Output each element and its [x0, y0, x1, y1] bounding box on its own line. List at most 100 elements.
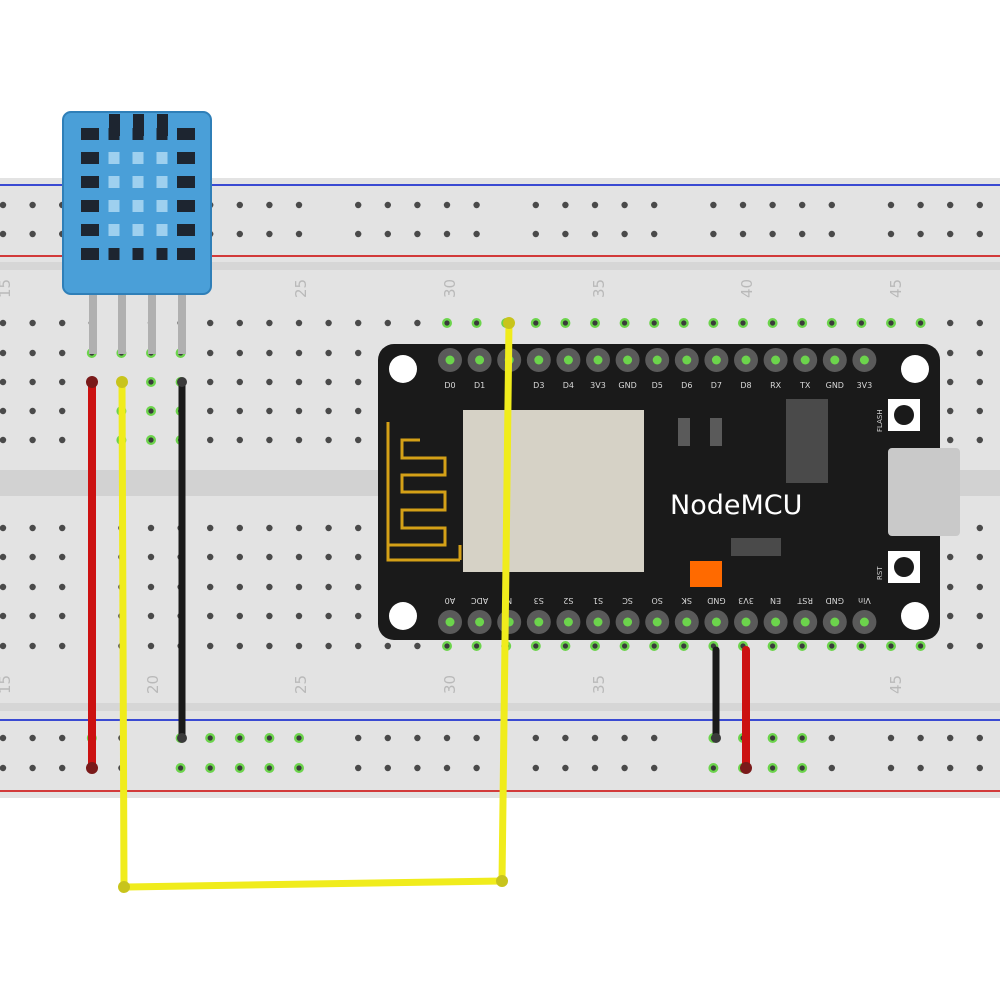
breadboard-hole-center [799, 765, 805, 771]
breadboard-hole [59, 378, 66, 386]
breadboard-hole [236, 349, 243, 357]
wire-endpoint [177, 377, 187, 387]
sensor-vent [81, 176, 99, 188]
breadboard-hole [355, 319, 362, 327]
breadboard-hole [947, 201, 954, 209]
breadboard-hole-center [533, 320, 539, 326]
breadboard-hole [207, 349, 214, 357]
breadboard-hole [473, 734, 480, 742]
breadboard-hole [266, 642, 273, 650]
header-pin-contact [652, 355, 662, 365]
breadboard-hole [295, 230, 303, 238]
breadboard-hole [0, 524, 7, 532]
breadboard-hole [236, 201, 243, 209]
flash-label: FLASH [876, 409, 884, 432]
breadboard-hole [325, 407, 332, 415]
breadboard-hole-center [148, 379, 154, 385]
breadboard-hole-center [237, 765, 243, 771]
breadboard-hole [266, 407, 273, 415]
breadboard-hole [0, 612, 7, 620]
breadboard-hole [414, 319, 421, 327]
breadboard-hole [710, 201, 717, 209]
sensor-vent [81, 200, 99, 212]
breadboard-hole [29, 201, 36, 209]
breadboard-hole [207, 319, 214, 327]
top-pin-label: D5 [652, 381, 663, 390]
breadboard-hole [325, 378, 332, 386]
wire-endpoint [496, 875, 508, 887]
breadboard-hole [207, 436, 214, 444]
header-pin-contact [711, 617, 721, 627]
col-number-15: 15 [0, 279, 14, 298]
top-pin-label: D7 [711, 381, 722, 390]
sensor-vent [108, 176, 120, 188]
breadboard-hole [325, 583, 332, 591]
header-pin-contact [623, 617, 633, 627]
breadboard-hole-center [622, 320, 628, 326]
breadboard-hole [355, 201, 362, 209]
breadboard-hole [266, 201, 273, 209]
breadboard-hole [384, 201, 391, 209]
breadboard-hole [651, 734, 658, 742]
wires [86, 317, 752, 893]
breadboard-hole [236, 436, 243, 444]
column-numbers-top: 15 25 30 35 40 45 [0, 279, 905, 298]
sensor-vent [132, 248, 144, 260]
breadboard-hole-center [681, 643, 687, 649]
breadboard-hole [266, 319, 273, 327]
column-numbers-bottom: 15 20 25 30 35 45 [0, 675, 905, 694]
breadboard-hole [207, 642, 214, 650]
rst-button [894, 557, 914, 577]
header-pin-contact [711, 355, 721, 365]
sensor-vent [81, 152, 99, 164]
breadboard-hole [295, 319, 303, 327]
breadboard-hole [947, 583, 954, 591]
breadboard-hole [59, 524, 66, 532]
breadboard-hole [0, 734, 7, 742]
top-pin-label: D3 [533, 381, 544, 390]
breadboard-hole [443, 201, 451, 209]
sensor-leg-2 [118, 292, 126, 354]
breadboard-hole [266, 349, 273, 357]
breadboard-hole [29, 583, 36, 591]
col-number-25: 25 [292, 279, 310, 298]
breadboard-hole [59, 734, 66, 742]
sensor-vent [108, 224, 120, 236]
breadboard-hole-center [858, 320, 865, 326]
voltage-regulator [786, 399, 828, 483]
breadboard-hole [325, 436, 332, 444]
breadboard-hole-center [296, 735, 302, 741]
breadboard-hole [976, 553, 983, 561]
sensor-vent [156, 176, 168, 188]
breadboard-hole [59, 407, 66, 415]
breadboard-hole [59, 319, 66, 327]
header-pin-contact [771, 617, 781, 627]
breadboard-hole [917, 734, 924, 742]
esp-module-shield [463, 410, 644, 572]
breadboard-hole [295, 407, 303, 415]
col-number-45-bottom: 45 [887, 675, 905, 694]
breadboard-hole [917, 764, 924, 772]
breadboard-hole [384, 642, 391, 650]
breadboard-hole-center [799, 735, 805, 741]
header-pin-contact [682, 617, 692, 627]
header-pin-contact [682, 355, 692, 365]
breadboard-hole [414, 230, 421, 238]
breadboard-hole [947, 734, 954, 742]
top-pin-label: 3V3 [857, 381, 873, 390]
breadboard-hole [917, 201, 924, 209]
mounting-hole [389, 602, 417, 630]
breadboard-hole [295, 612, 303, 620]
breadboard-hole [976, 407, 983, 415]
header-pin-contact [534, 355, 544, 365]
breadboard-hole [947, 349, 954, 357]
breadboard-hole [325, 553, 332, 561]
breadboard-hole [976, 764, 983, 772]
breadboard-hole [29, 230, 36, 238]
header-pin-contact [563, 355, 573, 365]
breadboard-hole [295, 201, 303, 209]
header-pin-contact [830, 617, 840, 627]
breadboard-hole [0, 378, 7, 386]
breadboard-hole [799, 201, 806, 209]
breadboard-hole-center [562, 643, 569, 649]
